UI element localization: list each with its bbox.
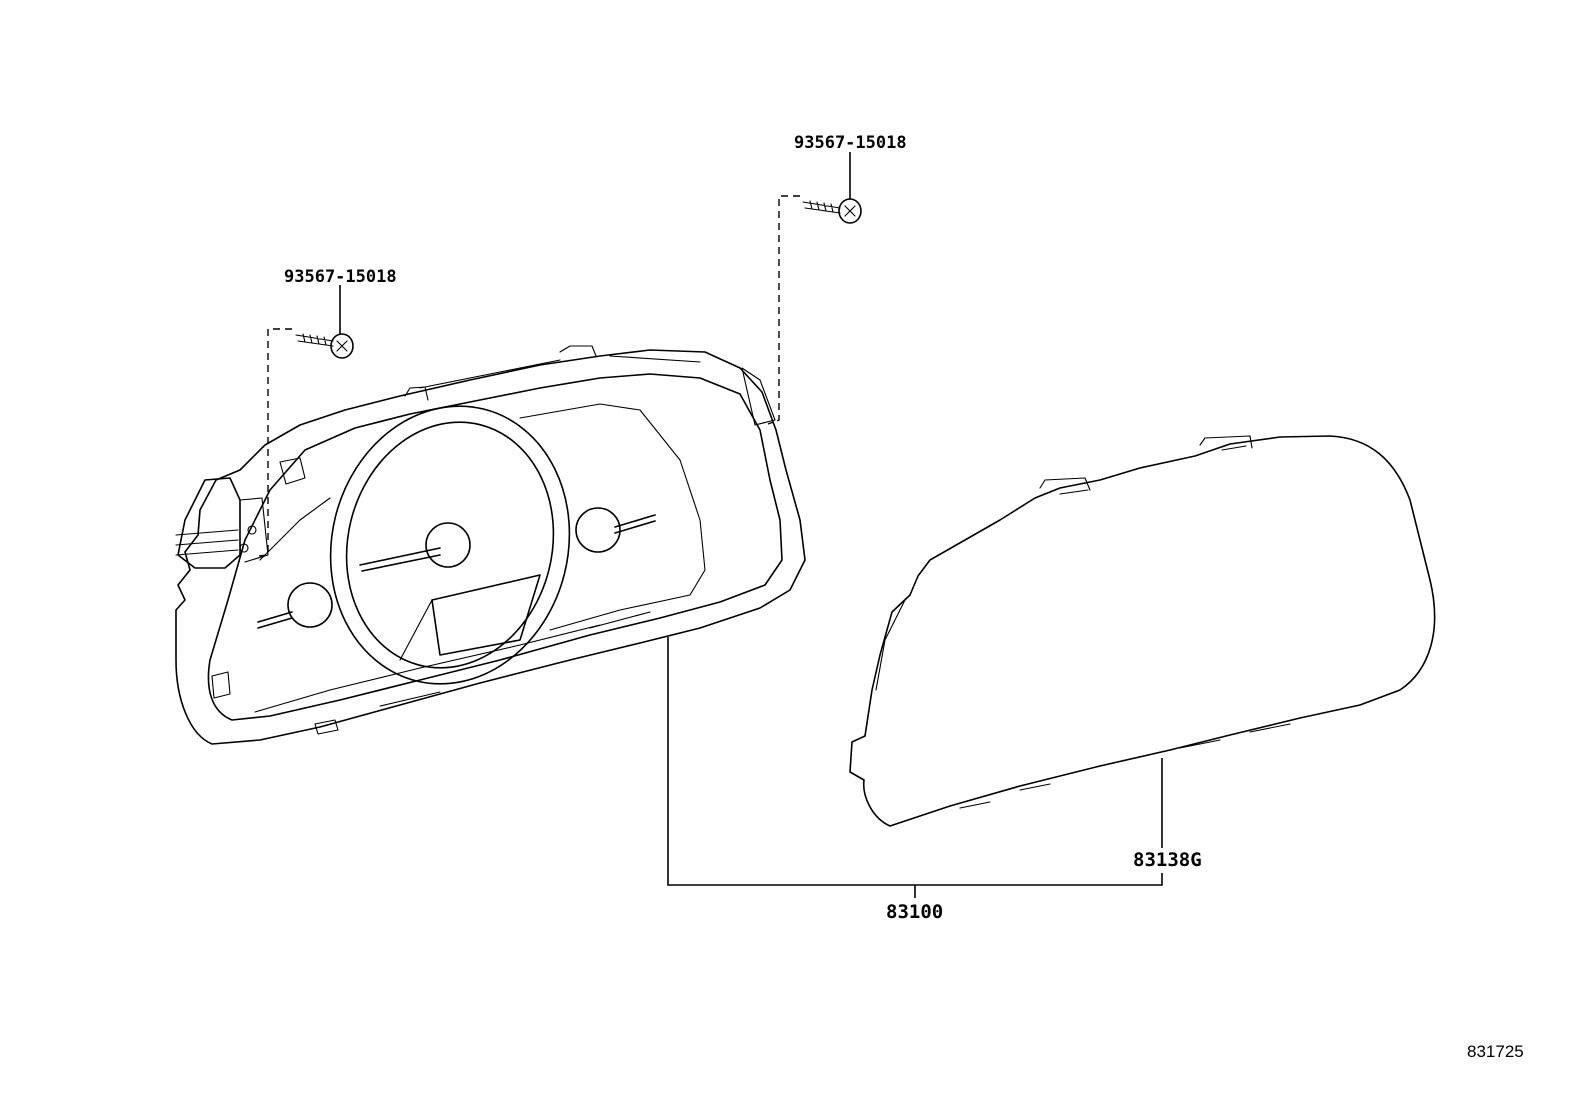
meter-glass	[849, 435, 1436, 827]
glass-label: 83138G	[1133, 849, 1202, 871]
bolt-upper-label: 93567-15018	[794, 133, 907, 153]
bolt-left	[257, 285, 354, 557]
meter-housing	[175, 345, 806, 745]
reference-number: 831725	[1467, 1042, 1524, 1061]
bolt-left-label: 93567-15018	[284, 267, 397, 287]
assembly-label: 83100	[886, 901, 943, 923]
bolt-upper	[767, 152, 862, 425]
assembly-leader	[667, 637, 1163, 898]
